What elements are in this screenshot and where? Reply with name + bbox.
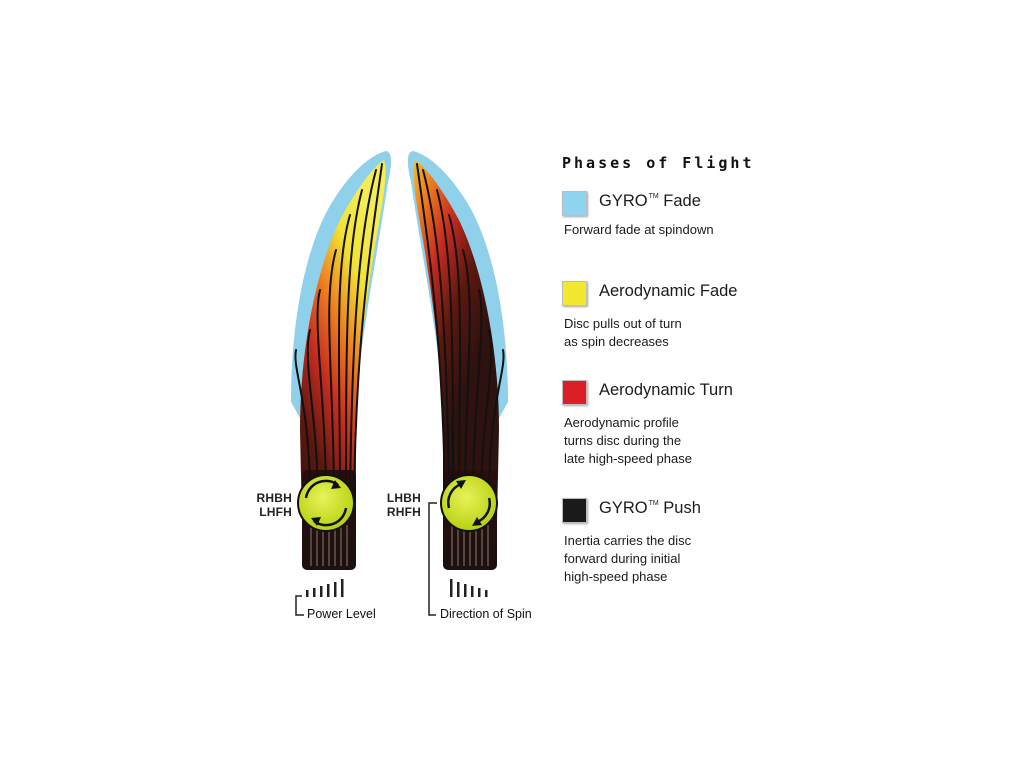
- left-throw-type-1: RHBH: [256, 491, 292, 505]
- left-plume-core: [300, 160, 386, 520]
- right-throw-type-1: LHBH: [386, 491, 421, 505]
- direction-of-spin-bars-icon: [450, 579, 488, 597]
- right-throw-type-2: RHFH: [386, 505, 421, 519]
- gyro-push-swatch: [562, 498, 587, 523]
- right-plume-core: [413, 160, 499, 520]
- legend-title: Phases of Flight: [562, 154, 755, 172]
- gyro-fade-swatch: [562, 191, 587, 216]
- legend-item-name: GYROTM Fade: [599, 192, 701, 210]
- legend-item-description: Forward fade at spindown: [564, 222, 714, 237]
- direction-of-spin-label: Direction of Spin: [440, 607, 532, 621]
- left-disc-rotation-icon: [297, 474, 355, 532]
- right-plume-lines: [416, 163, 505, 501]
- power-level-label: Power Level: [307, 607, 376, 621]
- left-handle-stripes: [310, 525, 348, 566]
- left-plume-lines: [294, 163, 383, 501]
- power-level-bracket: [295, 595, 304, 616]
- legend-item-name: Aerodynamic Fade: [599, 282, 738, 300]
- right-handle-stripes: [451, 525, 489, 566]
- left-throw-type-2: LHFH: [259, 505, 292, 519]
- aerodynamic-fade-swatch: [562, 281, 587, 306]
- aerodynamic-turn-swatch: [562, 380, 587, 405]
- right-flight-plume: [407, 151, 508, 570]
- legend-item-name: Aerodynamic Turn: [599, 381, 733, 399]
- legend-item-description: Aerodynamic profile turns disc during th…: [564, 415, 692, 466]
- direction-of-spin-bracket: [428, 502, 437, 616]
- legend-item-description: Disc pulls out of turn as spin decreases: [564, 316, 682, 349]
- right-throw-types: LHBH RHFH: [381, 491, 421, 519]
- right-disc-rotation-icon: [440, 474, 498, 532]
- legend-item-description: Inertia carries the disc forward during …: [564, 533, 692, 584]
- left-throw-types: RHBH LHFH: [252, 491, 292, 519]
- left-flight-plume: [291, 151, 392, 570]
- legend-item-name: GYROTM Push: [599, 499, 701, 517]
- power-level-bars-icon: [306, 579, 344, 597]
